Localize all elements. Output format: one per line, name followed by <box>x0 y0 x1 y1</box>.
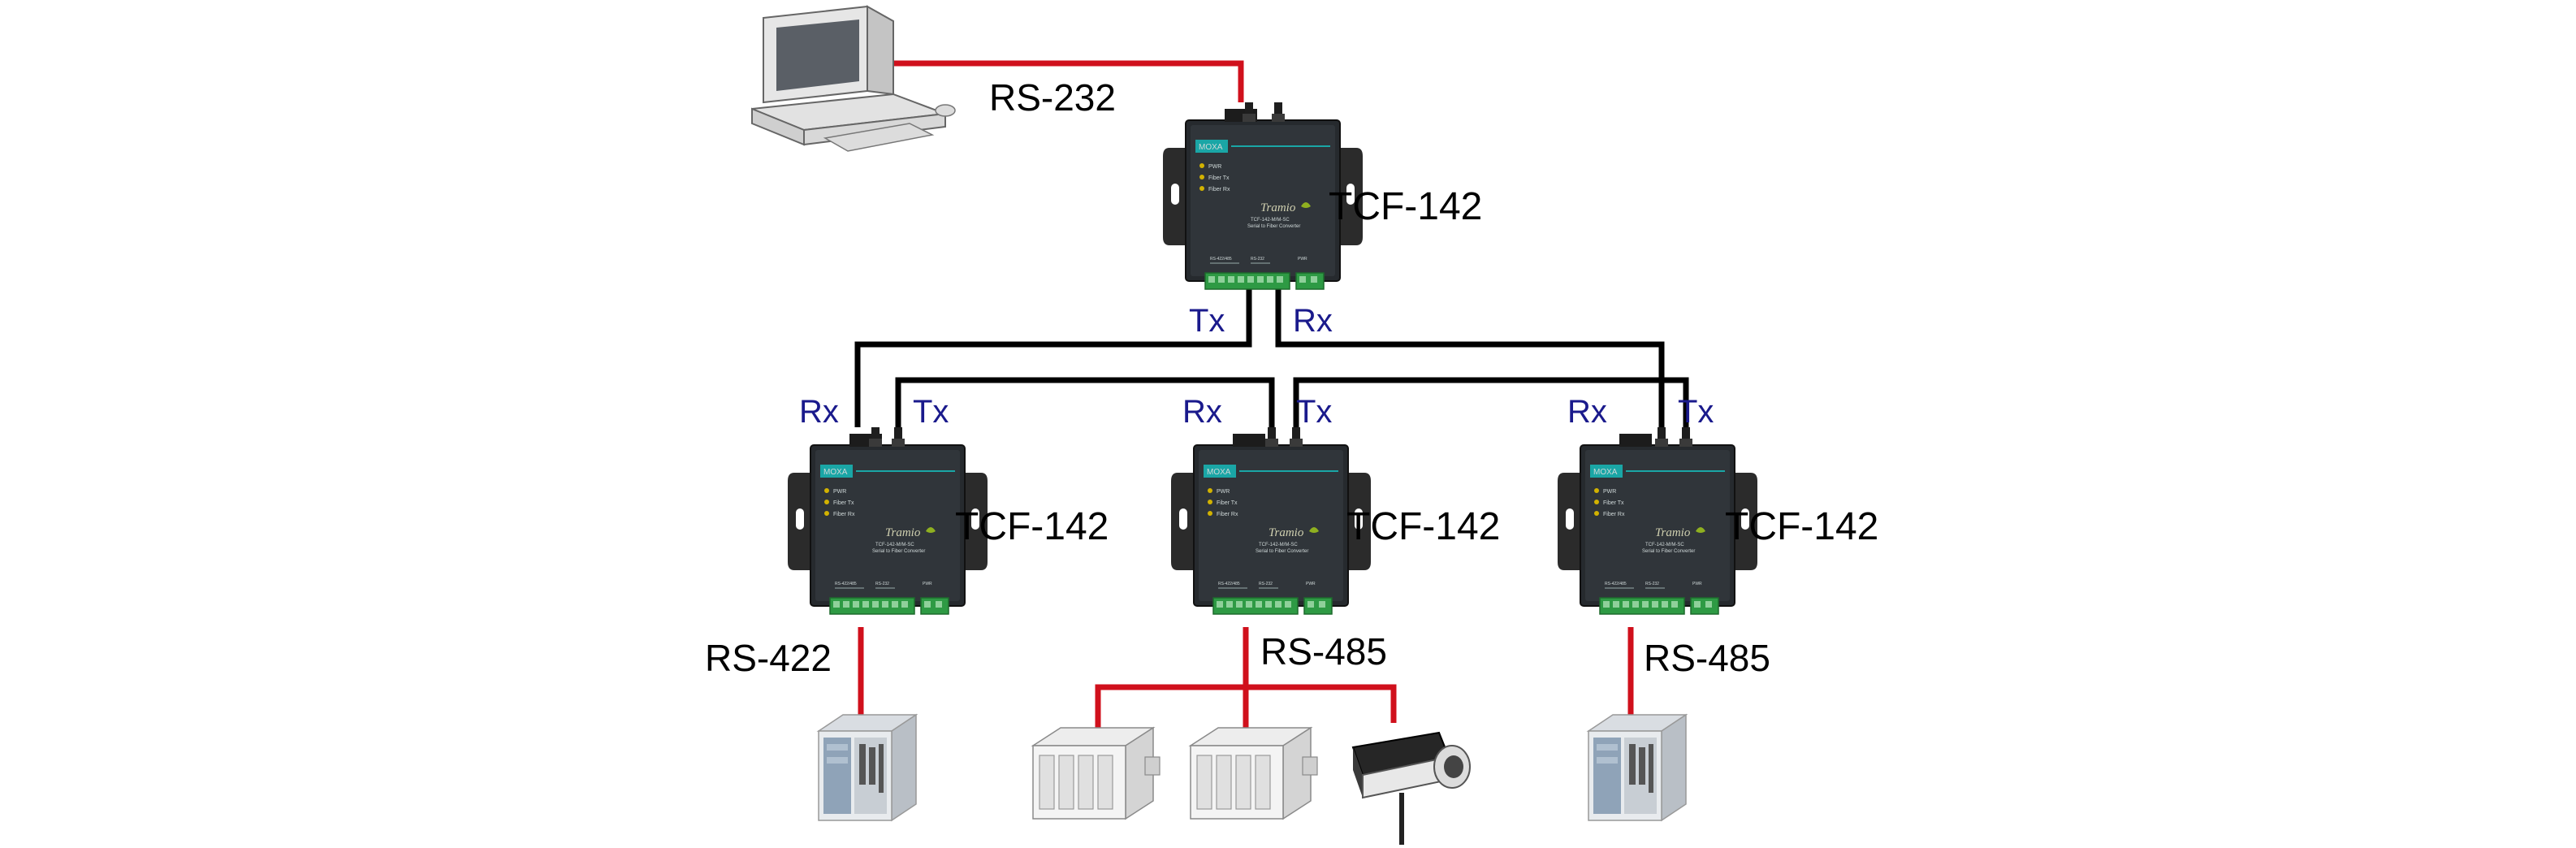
converter-center <box>1170 433 1372 615</box>
host-computer <box>751 5 956 152</box>
field-cabinet-right <box>1588 714 1687 821</box>
port-label-top-rx: Rx <box>1293 303 1333 339</box>
rs232-label: RS-232 <box>989 76 1116 119</box>
field-rack-1 <box>1032 727 1160 820</box>
rs422-label: RS-422 <box>705 637 832 679</box>
fiber-cable-top-rx <box>1275 286 1665 427</box>
converter-center-label: TCF-142 <box>1346 505 1500 548</box>
converter-right-label: TCF-142 <box>1725 505 1878 548</box>
field-rack-2 <box>1190 727 1318 820</box>
port-label-center-tx: Tx <box>1296 394 1332 430</box>
fiber-ports-center <box>1265 427 1303 447</box>
camera-icon <box>1351 731 1471 845</box>
rs485-center-label: RS-485 <box>1260 630 1387 673</box>
port-label-center-rx: Rx <box>1182 394 1222 430</box>
serial-cable-rs485-center <box>1095 627 1397 728</box>
fiber-cable-top-tx <box>854 286 1252 427</box>
fiber-ports-left <box>869 427 905 447</box>
fiber-ring-return <box>895 377 1689 427</box>
fiber-ports-right <box>1655 427 1692 447</box>
port-label-right-rx: Rx <box>1567 394 1607 430</box>
port-label-left-tx: Tx <box>913 394 949 430</box>
field-cabinet-left <box>818 714 917 821</box>
port-label-left-rx: Rx <box>799 394 839 430</box>
port-label-top-tx: Tx <box>1189 303 1225 339</box>
serial-cable-rs232 <box>877 60 1244 102</box>
port-label-right-tx: Tx <box>1678 394 1714 430</box>
rs485-right-label: RS-485 <box>1644 637 1770 679</box>
converter-top-label: TCF-142 <box>1329 185 1482 228</box>
converter-left-label: TCF-142 <box>955 505 1109 548</box>
fiber-ports-top <box>1243 102 1285 122</box>
